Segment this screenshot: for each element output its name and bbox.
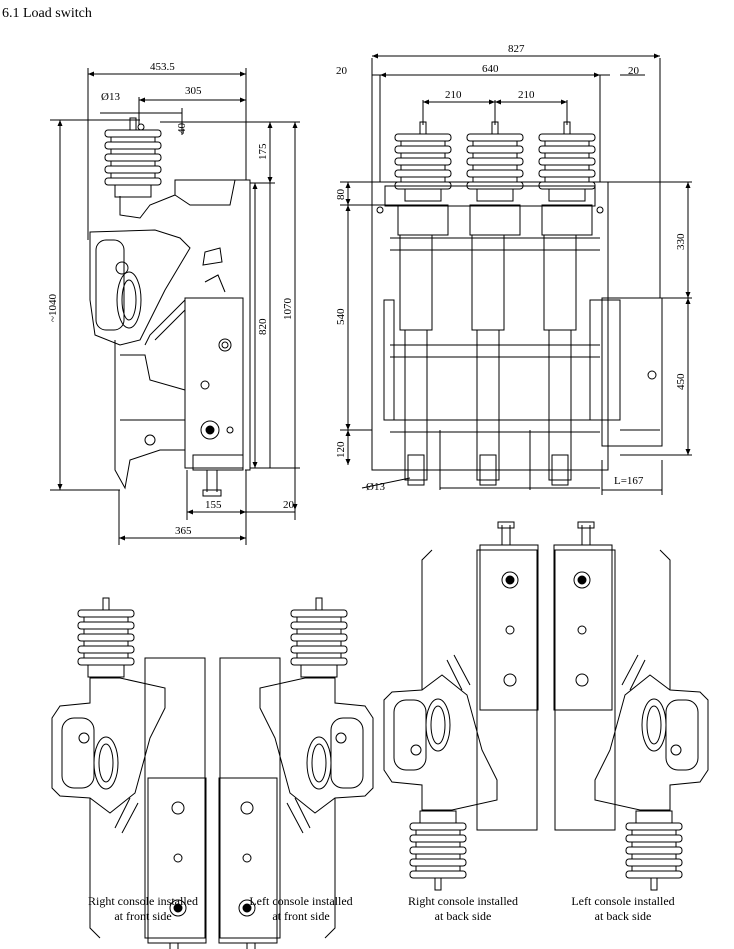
- dim-front-pole-span: 640: [482, 63, 499, 75]
- dim-front-overall-width: 827: [508, 43, 525, 55]
- front-view-drawing: [340, 53, 692, 495]
- dim-top-height: 175: [257, 143, 269, 160]
- caption-right-back: Right console installed at back side: [388, 894, 538, 924]
- caption-line: at back side: [594, 909, 652, 923]
- caption-left-front: Left console installed at front side: [226, 894, 376, 924]
- variant-right-back: [384, 522, 538, 890]
- dim-front-lever-length: L=167: [614, 475, 644, 487]
- dim-front-left-margin: 20: [336, 65, 348, 77]
- caption-line: Right console installed: [88, 894, 198, 908]
- caption-line: at front side: [114, 909, 172, 923]
- caption-left-back: Left console installed at back side: [548, 894, 698, 924]
- section-title: 6.1 Load switch: [2, 6, 92, 21]
- dim-mid-height: 820: [257, 318, 269, 335]
- dim-overall-width: 453.5: [150, 61, 175, 73]
- dim-front-right-margin: 20: [628, 65, 640, 77]
- dim-overall-height: ~1040: [47, 294, 59, 322]
- dim-top-gap: 40: [176, 123, 188, 135]
- dim-front-lower-offset: 120: [335, 441, 347, 458]
- variant-left-back: [554, 522, 708, 890]
- dim-full-height: 1070: [282, 298, 294, 321]
- dim-base-width: 365: [175, 525, 192, 537]
- caption-line: at back side: [434, 909, 492, 923]
- dim-front-pole-height: 540: [335, 308, 347, 325]
- caption-line: Left console installed: [249, 894, 353, 908]
- dim-hole-dia: Ø13: [101, 91, 120, 103]
- dim-console-width: 155: [205, 499, 222, 511]
- dim-front-right-upper: 330: [675, 233, 687, 250]
- side-view-drawing: [50, 68, 300, 545]
- caption-right-front: Right console installed at front side: [68, 894, 218, 924]
- dim-edge-gap: 20: [283, 499, 295, 511]
- dim-front-pitch-left: 210: [445, 89, 462, 101]
- dim-bushing-offset: 305: [185, 85, 202, 97]
- caption-line: Left console installed: [571, 894, 675, 908]
- dim-front-right-lower: 450: [675, 373, 687, 390]
- caption-line: at front side: [272, 909, 330, 923]
- caption-line: Right console installed: [408, 894, 518, 908]
- dim-front-hole-dia: Ø13: [366, 481, 385, 493]
- dim-front-upper-offset: 80: [335, 189, 347, 201]
- dim-front-pitch-right: 210: [518, 89, 535, 101]
